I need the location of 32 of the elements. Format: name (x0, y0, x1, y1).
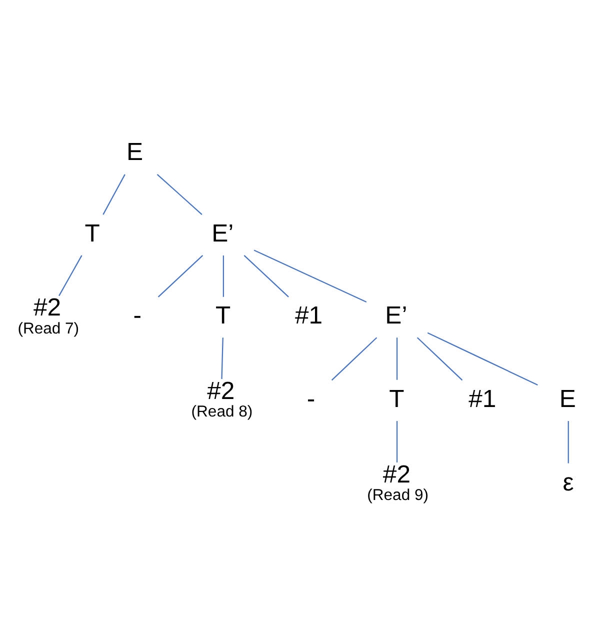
node-text: #2 (33, 294, 62, 322)
node-text: E (126, 139, 144, 166)
node-label: (Read 7) (18, 320, 80, 338)
connector (156, 174, 202, 215)
node-text: E’ (212, 220, 234, 248)
connector (331, 337, 378, 381)
connector (158, 255, 204, 298)
connector (568, 421, 569, 464)
connector (102, 174, 126, 215)
node-text: T (389, 386, 404, 413)
connector (254, 250, 367, 303)
node-text: T (216, 302, 231, 330)
node-text: #2 (207, 378, 235, 406)
connector (416, 337, 463, 381)
connector (396, 421, 398, 462)
node-text: - (306, 386, 316, 413)
connector (222, 255, 224, 297)
node-text: E (559, 386, 576, 413)
node-text: T (84, 220, 100, 248)
connector (221, 338, 224, 380)
node-text: #2 (382, 461, 411, 488)
node-label: (Read 8) (191, 404, 253, 421)
connector (58, 255, 82, 296)
connector (427, 332, 538, 386)
node-text: #1 (295, 302, 323, 330)
connector (244, 255, 289, 298)
node-text: ε (562, 469, 574, 496)
node-text: #1 (468, 386, 496, 413)
node-label: (Read 9) (367, 487, 428, 504)
node-text: E’ (385, 302, 408, 330)
connector (396, 338, 398, 380)
node-text: - (133, 302, 142, 330)
